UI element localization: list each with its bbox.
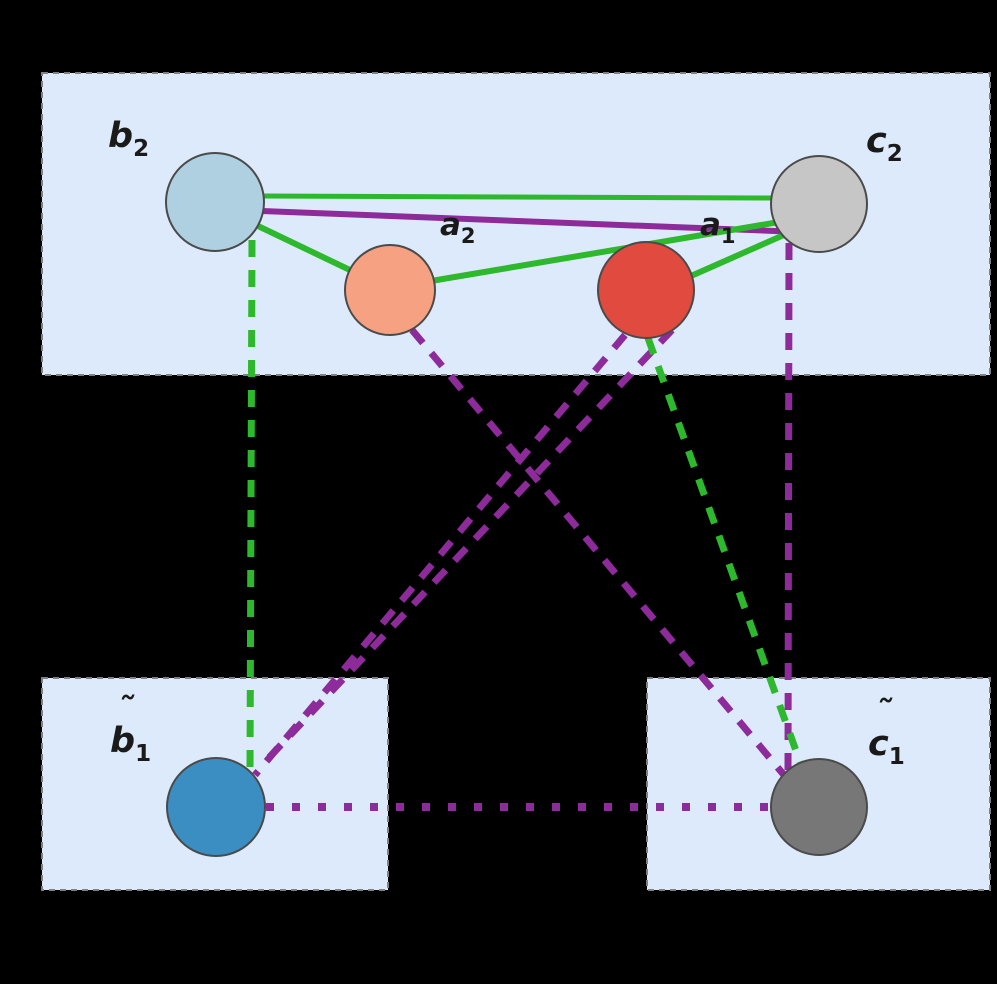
edge-red-to-c1-tilde xyxy=(644,336,804,764)
node-silver[interactable] xyxy=(770,155,868,253)
node-dark-gray[interactable] xyxy=(770,758,868,856)
edges-layer xyxy=(246,193,804,811)
edge-label-a2: a2 xyxy=(440,207,476,248)
edge-red-to-b1-tilde-second xyxy=(259,327,675,768)
edge-red-to-b1-tilde xyxy=(252,332,628,778)
group-label-tilde-group-b1-tilde: ˜ xyxy=(117,691,135,731)
group-label-tilde-group-c1-tilde: ˜ xyxy=(875,694,893,734)
edge-light-blue-silver xyxy=(263,193,772,201)
edge-salmon-silver xyxy=(430,219,780,284)
node-light-blue[interactable] xyxy=(165,152,265,252)
edge-labels-layer: a2 a1 xyxy=(440,207,736,248)
group-label-group-c1-tilde: c1 xyxy=(868,724,905,770)
edge-red-silver xyxy=(689,231,788,279)
edge-salmon-to-c1-tilde xyxy=(409,327,787,778)
group-label-group-b2: b2 xyxy=(108,116,149,162)
group-label-group-b1-tilde: b1 xyxy=(110,721,151,767)
node-red[interactable] xyxy=(597,241,695,339)
node-blue[interactable] xyxy=(166,757,266,857)
node-salmon[interactable] xyxy=(344,244,436,336)
nodes-layer xyxy=(165,152,868,857)
group-label-group-c2: c2 xyxy=(866,121,903,167)
edge-light-blue-salmon xyxy=(256,223,354,274)
edge-light-blue-red xyxy=(261,208,801,235)
edge-label-a1: a1 xyxy=(700,207,736,248)
